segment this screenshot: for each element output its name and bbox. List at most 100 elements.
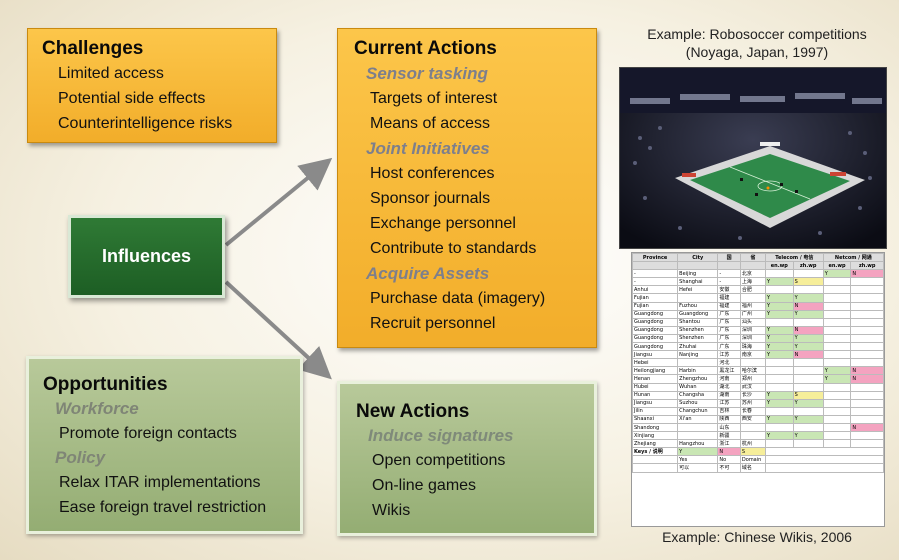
table-key-blank (765, 463, 884, 473)
table-cell: Y (765, 333, 794, 344)
table-cell: Hefei (677, 285, 719, 295)
table-cell: Fuzhou (677, 301, 719, 311)
table-key-row: 可以 不可 域名 (632, 463, 884, 473)
new-action-item: Open competitions (372, 452, 506, 469)
opportunities-subheading-policy: Policy (55, 448, 106, 467)
action-item: Host conferences (370, 165, 495, 182)
table-cell (850, 390, 884, 400)
table-key-blank (765, 455, 884, 465)
table-cell: 山东 (717, 422, 741, 433)
table-cell (822, 358, 852, 368)
table-cell (677, 358, 719, 368)
table-cell: 吉林 (717, 406, 741, 416)
challenges-box: Challenges Limited access Potential side… (27, 28, 277, 143)
table-cell: 福建 (717, 293, 741, 303)
table-cell (822, 439, 852, 449)
challenge-item: Counterintelligence risks (58, 115, 233, 132)
table-cell (792, 422, 824, 433)
table-cell: Shanghai (677, 277, 719, 287)
table-cell (822, 382, 852, 392)
table-cell: 广州 (739, 309, 767, 319)
table-cell (850, 406, 884, 416)
table-cell: Y (765, 342, 794, 352)
table-cell: 西安 (739, 414, 767, 424)
table-cell: 合肥 (739, 285, 767, 295)
table-header-cell: 国 (717, 253, 741, 263)
table-cell: Y (765, 301, 794, 311)
table-cell (792, 269, 824, 279)
table-cell: Y (765, 309, 794, 319)
table-cell: Fujian (632, 293, 679, 303)
table-cell (739, 422, 767, 433)
table-subheader-cell (677, 261, 719, 271)
table-cell: Y (822, 269, 852, 279)
table-cell (792, 406, 824, 416)
table-cell: 深圳 (739, 325, 767, 335)
table-cell: Y (792, 414, 824, 424)
table-cell: Shenzhen (677, 333, 719, 344)
table-cell (765, 269, 794, 279)
table-cell: N (792, 325, 824, 335)
table-subheader-row: en.wp zh.wp en.wp zh.wp (632, 261, 884, 271)
table-cell: 苏州 (739, 398, 767, 408)
table-cell (792, 285, 824, 295)
robosoccer-photo (619, 67, 887, 249)
table-cell (850, 277, 884, 287)
table-key-blank (765, 447, 884, 457)
influences-label: Influences (101, 246, 192, 266)
table-cell: S (792, 277, 824, 287)
table-cell: N (850, 374, 884, 384)
table-header-row: Province City 国 省 Telecom / 电信 Netcom / … (632, 253, 884, 263)
table-subheader-cell (717, 261, 741, 271)
table-cell: N (792, 350, 824, 360)
chinese-wiki-table: Province City 国 省 Telecom / 电信 Netcom / … (631, 252, 885, 527)
key-yes-text: Yes (677, 455, 719, 465)
table-cell (792, 439, 824, 449)
new-actions-subheading-induce-signatures: Induce signatures (368, 426, 514, 445)
table-cell: 广东 (717, 342, 741, 352)
opportunities-subheading-workforce: Workforce (55, 399, 139, 418)
table-cell: 江苏 (717, 398, 741, 408)
table-cell (822, 398, 852, 408)
table-cell: Guangdong (632, 342, 679, 352)
table-cell: Guangdong (677, 309, 719, 319)
table-cell (822, 325, 852, 335)
table-cell: Guangdong (632, 317, 679, 327)
current-actions-box: Current Actions Sensor tasking Targets o… (337, 28, 597, 348)
table-cell (850, 342, 884, 352)
table-subheader-cell (739, 261, 767, 271)
new-actions-box: New Actions Induce signatures Open compe… (337, 381, 597, 536)
table-cell: Jiangsu (632, 350, 679, 360)
table-cell: 长沙 (739, 390, 767, 400)
opportunities-title: Opportunities (43, 374, 168, 395)
table-cell (765, 422, 794, 433)
table-cell (850, 439, 884, 449)
table-cell: 广东 (717, 317, 741, 327)
opportunity-item: Relax ITAR implementations (59, 474, 261, 491)
table-cell (822, 309, 852, 319)
table-cell (850, 414, 884, 424)
table-cell (822, 285, 852, 295)
table-cell: - (632, 277, 679, 287)
table-cell (765, 439, 794, 449)
action-item: Exchange personnel (370, 215, 516, 232)
table-cell (765, 382, 794, 392)
opportunity-item: Promote foreign contacts (59, 425, 237, 442)
robosoccer-caption-line1: Example: Robosoccer competitions (647, 26, 867, 42)
table-subheader-cell: zh.wp (792, 261, 824, 271)
table-cell: Suzhou (677, 398, 719, 408)
new-action-item: Wikis (372, 502, 411, 519)
table-cell: Zhuhai (677, 342, 719, 352)
table-cell: - (632, 269, 679, 279)
table-cell: 哈尔滨 (739, 366, 767, 376)
table-cell: 上海 (739, 277, 767, 287)
table-cell (792, 374, 824, 384)
key-yes: Y (677, 447, 719, 457)
